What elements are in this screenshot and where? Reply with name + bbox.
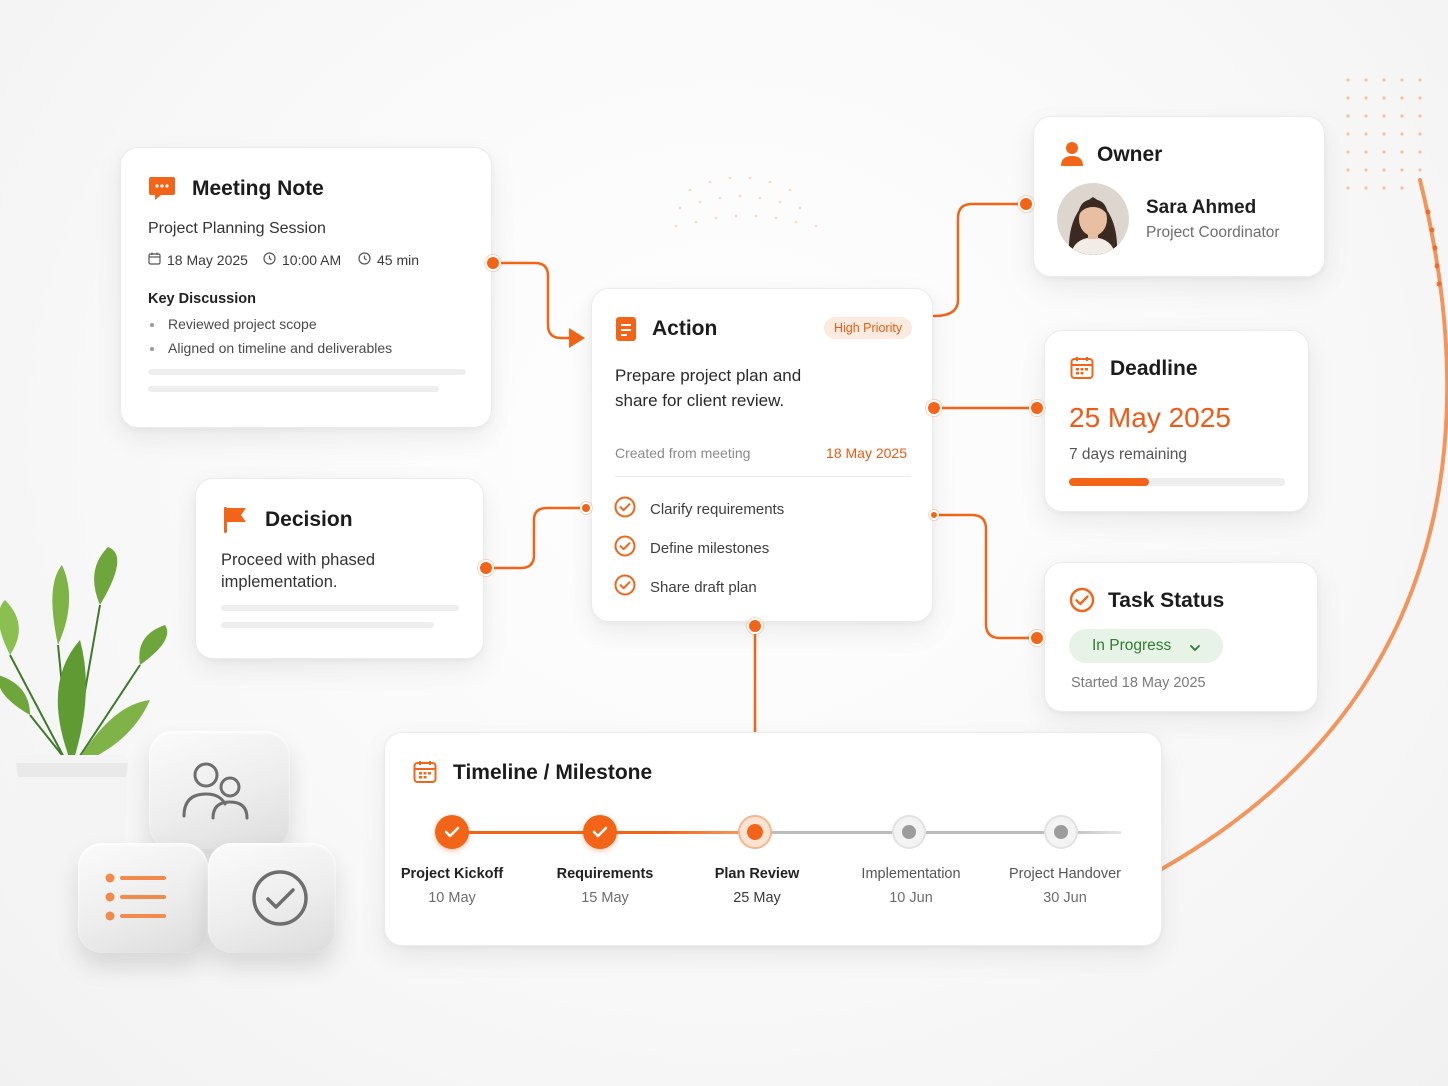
meeting-time: 10:00 AM xyxy=(263,252,341,268)
decision-text: Proceed with phased implementation. xyxy=(221,551,376,591)
plant-illustration xyxy=(0,547,168,897)
deadline-title: Deadline xyxy=(1110,357,1198,380)
connector-node xyxy=(478,560,494,576)
placeholder-line xyxy=(148,386,439,392)
meeting-date: 18 May 2025 xyxy=(148,252,248,268)
created-date: 18 May 2025 xyxy=(826,445,907,461)
connector-node xyxy=(1029,400,1045,416)
decor-cube-check xyxy=(208,843,336,953)
timeline-track-upcoming xyxy=(755,831,1121,834)
flag-icon xyxy=(223,506,249,539)
deadline-progress-track xyxy=(1069,478,1285,486)
timeline-card[interactable]: Timeline / Milestone Project Kickoff 10 … xyxy=(384,732,1162,946)
chat-bubble-icon xyxy=(148,176,176,207)
milestone-upcoming-node xyxy=(892,815,926,849)
connector-node xyxy=(580,502,592,514)
check-circle-icon xyxy=(614,535,636,561)
meeting-duration: 45 min xyxy=(358,252,419,268)
meeting-note-title: Meeting Note xyxy=(192,177,324,200)
divider xyxy=(615,476,911,477)
clock-icon xyxy=(358,252,371,268)
list-icon xyxy=(105,873,166,921)
action-title: Action xyxy=(652,317,718,340)
discussion-item: Reviewed project scope xyxy=(150,316,317,332)
placeholder-line xyxy=(148,369,466,375)
connector-node xyxy=(1018,196,1034,212)
check-circle-icon xyxy=(614,574,636,600)
owner-title: Owner xyxy=(1097,143,1163,166)
connector-node xyxy=(926,400,942,416)
milestone-upcoming-node xyxy=(1044,815,1078,849)
meeting-note-card[interactable]: Meeting Note Project Planning Session 18… xyxy=(120,147,492,428)
checkmark-icon xyxy=(444,826,460,838)
action-card[interactable]: Action High Priority Prepare project pla… xyxy=(591,288,933,622)
milestone-done-node xyxy=(435,815,469,849)
calendar-icon xyxy=(413,760,437,789)
status-value: In Progress xyxy=(1092,637,1172,654)
check-circle-icon xyxy=(252,870,308,926)
deadline-card[interactable]: Deadline 25 May 2025 7 days remaining xyxy=(1044,330,1309,512)
status-started: Started 18 May 2025 xyxy=(1071,675,1206,691)
milestone-label: Project Kickoff 10 May xyxy=(400,866,504,906)
checklist-item[interactable]: Clarify requirements xyxy=(614,496,784,522)
discussion-heading: Key Discussion xyxy=(148,291,256,307)
connector-node xyxy=(747,618,763,634)
priority-badge: High Priority xyxy=(824,317,913,339)
clock-icon xyxy=(263,252,276,268)
created-label: Created from meeting xyxy=(615,445,751,461)
deadline-date: 25 May 2025 xyxy=(1069,402,1231,433)
checklist-item[interactable]: Share draft plan xyxy=(614,574,757,600)
milestone-label: Implementation 10 Jun xyxy=(861,866,961,906)
connector-node xyxy=(1029,630,1045,646)
owner-card[interactable]: Owner Sara Ahmed Project Coordinator xyxy=(1033,116,1325,277)
deadline-progress-fill xyxy=(1069,478,1149,486)
calendar-small-icon xyxy=(148,252,161,268)
check-circle-icon xyxy=(1069,587,1095,618)
decision-card[interactable]: Decision Proceed with phased implementat… xyxy=(195,478,484,659)
milestone-current-node xyxy=(738,815,772,849)
decision-title: Decision xyxy=(265,508,353,531)
milestone-done-node xyxy=(583,815,617,849)
owner-role: Project Coordinator xyxy=(1146,224,1280,241)
checkmark-icon xyxy=(592,826,608,838)
calendar-icon xyxy=(1070,356,1094,385)
checklist-item[interactable]: Define milestones xyxy=(614,535,769,561)
deadline-remaining: 7 days remaining xyxy=(1069,446,1188,463)
milestone-label: Project Handover 30 Jun xyxy=(1008,866,1122,906)
action-description: Prepare project plan and share for clien… xyxy=(615,366,802,410)
task-status-card[interactable]: Task Status In Progress Started 18 May 2… xyxy=(1044,562,1318,712)
connector-node xyxy=(929,510,939,520)
task-status-title: Task Status xyxy=(1108,589,1225,612)
milestone-label: Plan Review 25 May xyxy=(714,866,800,906)
check-circle-icon xyxy=(614,496,636,522)
chevron-down-icon xyxy=(1189,640,1201,658)
discussion-item: Aligned on timeline and deliverables xyxy=(149,340,393,356)
milestone-label: Requirements 15 May xyxy=(556,866,654,906)
placeholder-line xyxy=(221,605,459,611)
person-icon xyxy=(1060,141,1084,172)
people-icon xyxy=(182,762,249,820)
avatar xyxy=(1057,183,1129,255)
placeholder-line xyxy=(221,622,434,628)
meeting-note-subtitle: Project Planning Session xyxy=(148,220,326,237)
status-dropdown[interactable]: In Progress xyxy=(1069,629,1223,663)
owner-name: Sara Ahmed xyxy=(1146,197,1257,218)
connector-node xyxy=(485,255,501,271)
document-icon xyxy=(615,316,637,347)
decor-cube-list xyxy=(78,843,208,953)
decor-cube-people xyxy=(149,731,290,849)
timeline-title: Timeline / Milestone xyxy=(453,761,653,784)
